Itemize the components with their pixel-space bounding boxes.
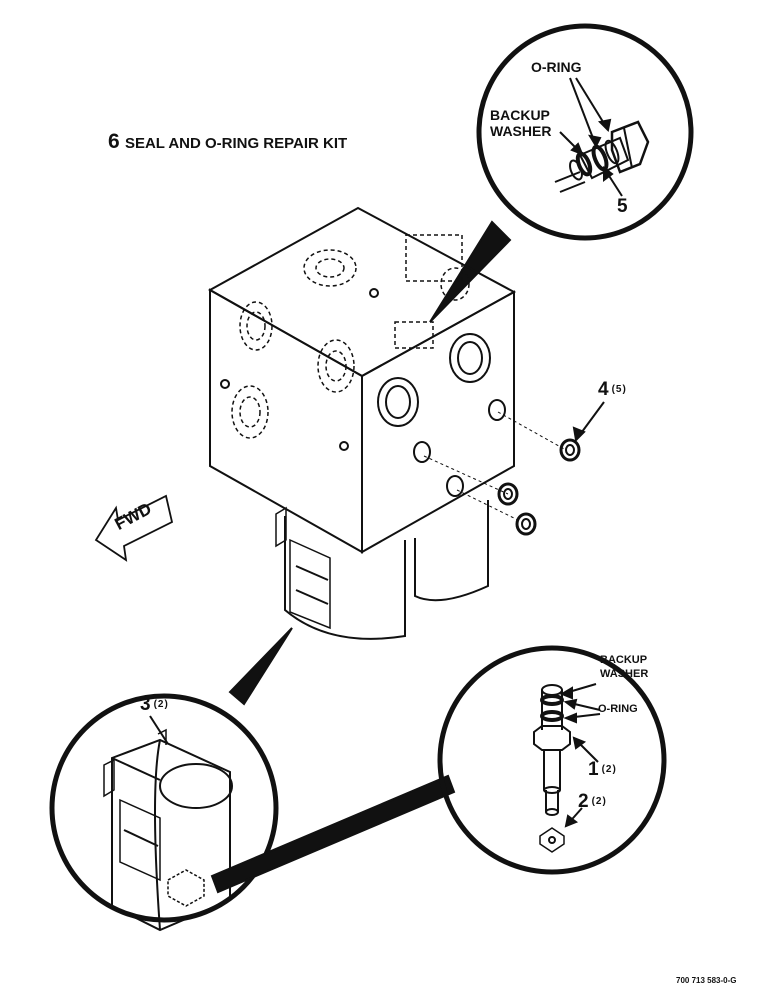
kit-title: 6 SEAL AND O-RING REPAIR KIT (108, 131, 347, 152)
item-4-qty: (5) (611, 384, 627, 395)
valve-stem-drawing (533, 684, 571, 853)
item-4-callout: 4(5) (598, 380, 627, 399)
valve-detail-leaders (559, 683, 601, 828)
item-2-qty: (2) (591, 796, 607, 807)
top-backup-label-line1: BACKUP (490, 107, 550, 123)
kit-number: 6 (108, 130, 120, 153)
valve-detail-circle (437, 645, 667, 875)
valve-oring-label: O-RING (598, 703, 638, 715)
coil-to-valve-pointer (210, 774, 456, 894)
item-5-callout: 5 (617, 196, 628, 217)
top-backup-label-line2: WASHER (490, 123, 552, 139)
drawing-number: 700 713 583-0-G (676, 976, 737, 985)
kit-title-text: SEAL AND O-RING REPAIR KIT (124, 135, 348, 152)
item-4-number: 4 (598, 379, 609, 400)
coil-detail-circle (49, 693, 279, 932)
item-2-callout: 2(2) (578, 792, 607, 811)
item-3-qty: (2) (153, 699, 169, 710)
item-1-number: 1 (588, 759, 599, 780)
coil-detail-pointer (228, 627, 293, 706)
item-3-callout: 3(2) (140, 695, 169, 714)
top-detail-circle (476, 23, 694, 241)
top-detail-pointer (429, 220, 512, 323)
item-2-number: 2 (578, 791, 589, 812)
item-1-callout: 1(2) (588, 760, 617, 779)
valve-backup-label-line1: BACKUP (600, 654, 648, 666)
port-plugs (497, 438, 581, 536)
valve-backup-label-line2: WASHER (600, 668, 649, 680)
manifold-block (207, 206, 567, 640)
item-1-qty: (2) (601, 764, 617, 775)
top-detail-leaders (559, 77, 623, 197)
cartridge-valve-drawing (554, 120, 650, 193)
fwd-arrow-icon (94, 494, 174, 562)
top-oring-label: O-RING (531, 59, 582, 75)
item-3-number: 3 (140, 694, 151, 715)
